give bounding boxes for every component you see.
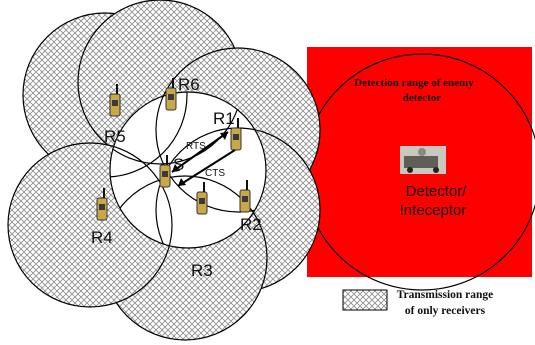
legend-line2: of only receivers: [405, 305, 486, 317]
transmission-ranges: [7, 0, 321, 341]
radio-r4: [96, 188, 108, 221]
node-label-r6: R6: [178, 75, 200, 94]
legend-hatch-swatch: [342, 289, 388, 311]
rts-label: RTS: [186, 141, 206, 152]
radio-r2: [239, 180, 251, 213]
cts-arrow: [177, 149, 236, 187]
node-label-r2: R2: [240, 215, 262, 234]
detection-caption-line2: detector: [403, 92, 442, 104]
rts-arrow: [171, 131, 229, 173]
radio-r5: [109, 84, 121, 117]
detector-vehicle-icon: [400, 146, 446, 174]
detector-label-line1: Detector/: [406, 183, 468, 200]
cts-label: CTS: [205, 168, 225, 179]
radio-mid: [196, 182, 208, 215]
node-label-r1: R1: [213, 109, 235, 128]
node-label-r4: R4: [91, 228, 113, 247]
node-label-r3: R3: [191, 261, 213, 280]
range-s-center: [109, 91, 267, 249]
detector-label-line2: Inteceptor: [400, 202, 467, 219]
radio-r6: [165, 78, 177, 111]
radio-r1: [230, 118, 242, 151]
node-label-s: S: [173, 155, 184, 174]
detection-caption-line1: Detection range of enemy: [354, 77, 474, 89]
node-label-r5: R5: [104, 127, 126, 146]
radio-s: [159, 155, 171, 188]
legend-line1: Transmission range: [397, 289, 494, 301]
